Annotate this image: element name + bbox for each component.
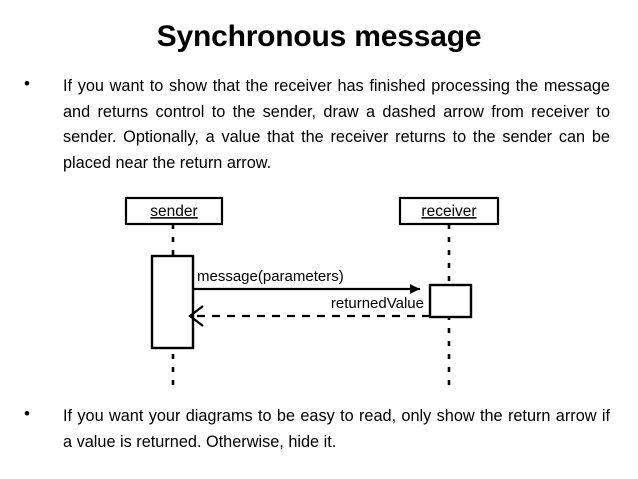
- participant-receiver: receiver: [398, 196, 500, 385]
- message-return-arrowhead: [188, 305, 204, 327]
- message-call: message(parameters): [193, 268, 420, 294]
- bullet-text-1: If you want to show that the receiver ha…: [63, 77, 610, 172]
- participant-label-receiver: receiver: [421, 203, 476, 220]
- bullet-text-2: If you want your diagrams to be easy to …: [63, 407, 610, 451]
- participant-label-sender: sender: [150, 203, 197, 220]
- page-title: Synchronous message: [156, 20, 482, 53]
- participant-sender: sender: [124, 196, 224, 385]
- participant-box-sender: [124, 196, 224, 226]
- participant-box-receiver: [398, 196, 500, 226]
- bullet-marker-icon: •: [24, 404, 30, 423]
- message-return: returnedValue: [188, 295, 430, 327]
- bullet-marker-icon: •: [24, 74, 30, 93]
- activation-bar-receiver: [428, 283, 473, 319]
- message-call-label: message(parameters): [197, 268, 344, 285]
- message-return-label: returnedValue: [331, 295, 424, 312]
- activation-bar-sender: [150, 254, 195, 350]
